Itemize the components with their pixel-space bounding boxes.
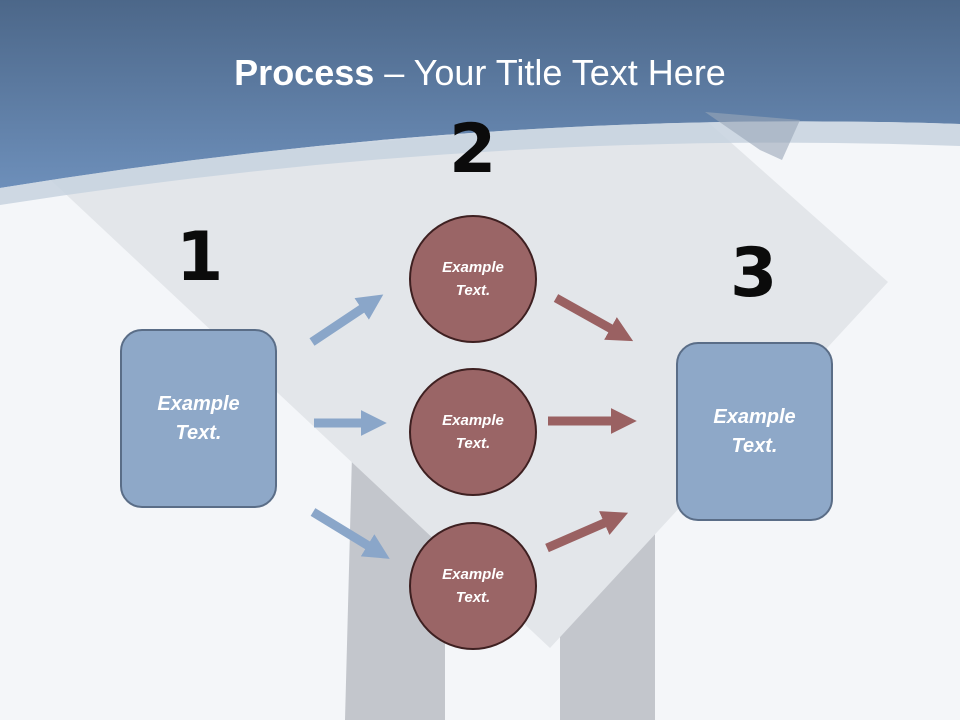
step1-box-text: Example Text.: [157, 392, 240, 444]
title-bold: Process: [234, 52, 375, 93]
slide-title: Process – Your Title Text Here: [0, 52, 960, 94]
title-rest: – Your Title Text Here: [374, 52, 726, 93]
step2-circle-top: Example Text.: [409, 215, 537, 343]
step1-box: Example Text.: [120, 329, 277, 508]
circle-top-text: Example Text.: [442, 259, 504, 299]
step2-circle-middle: Example Text.: [409, 368, 537, 496]
header-band: [0, 0, 960, 188]
step3-box: Example Text.: [676, 342, 833, 521]
circle-bottom-text: Example Text.: [442, 566, 504, 606]
step-number-3: 3: [730, 234, 778, 313]
step-number-2: 2: [449, 110, 497, 189]
circle-middle-text: Example Text.: [442, 412, 504, 452]
step2-circle-bottom: Example Text.: [409, 522, 537, 650]
step3-box-text: Example Text.: [713, 405, 796, 457]
step-number-1: 1: [176, 218, 224, 297]
